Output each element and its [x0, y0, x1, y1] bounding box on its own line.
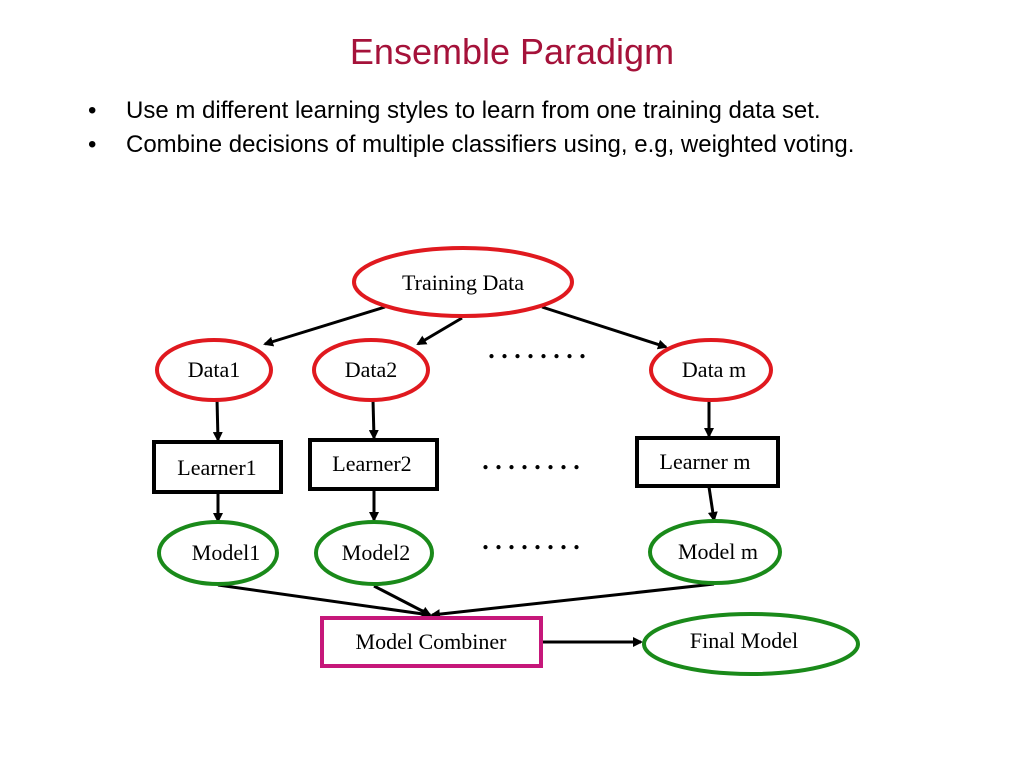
learnerm-label: Learner m: [660, 449, 751, 474]
learner2-label: Learner2: [332, 451, 411, 476]
arrow-training-to-data1: [263, 305, 386, 347]
arrow-training-to-datam: [541, 305, 668, 350]
learner1-label: Learner1: [177, 455, 256, 480]
arrow-training-to-data2: [416, 316, 463, 346]
modelm-node: [648, 519, 782, 585]
data1-node: [155, 338, 273, 402]
bullet-item: • Use m different learning styles to lea…: [88, 97, 928, 124]
arrow-modelm-to-combiner: [430, 582, 715, 620]
arrow-data2-to-learner2: [368, 399, 379, 440]
data2-label: Data2: [345, 357, 398, 382]
model2-node: [314, 520, 434, 586]
ellipsis-learner-row: . . . . . . . .: [482, 446, 580, 475]
datam-node: [649, 338, 773, 402]
training-data-label: Training Data: [402, 270, 524, 295]
data2-node: [312, 338, 430, 402]
bullet-text: Use m different learning styles to learn…: [126, 97, 821, 124]
slide-title: Ensemble Paradigm: [349, 31, 675, 72]
ellipsis-model-row: . . . . . . . .: [482, 526, 580, 555]
bullet-item: • Combine decisions of multiple classifi…: [88, 131, 928, 158]
arrow-data1-to-learner1: [212, 398, 223, 442]
learnerm-node: [635, 436, 780, 488]
arrows: [212, 305, 718, 647]
arrow-model2-to-combiner: [373, 584, 432, 617]
learner1-node: [152, 440, 283, 494]
final-model-node: [642, 612, 860, 676]
bullet-dot-icon: •: [88, 97, 97, 124]
modelm-label: Model m: [678, 539, 758, 564]
training-data-node: [352, 246, 574, 318]
bullet-dot-icon: •: [88, 131, 97, 158]
model1-label: Model1: [192, 540, 260, 565]
bullet-text: Combine decisions of multiple classifier…: [126, 131, 855, 158]
arrow-learnerm-to-modelm: [707, 486, 718, 522]
model1-node: [157, 520, 279, 586]
model-combiner-node: [320, 616, 543, 668]
learner2-node: [308, 438, 439, 491]
datam-label: Data m: [682, 357, 746, 382]
data1-label: Data1: [188, 357, 241, 382]
arrow-model1-to-combiner: [217, 583, 432, 619]
model2-label: Model2: [342, 540, 410, 565]
final-model-label: Final Model: [690, 628, 798, 653]
bullet-list: • Use m different learning styles to lea…: [88, 97, 928, 165]
ellipsis-data-row: . . . . . . . .: [488, 335, 586, 364]
model-combiner-label: Model Combiner: [356, 629, 508, 654]
